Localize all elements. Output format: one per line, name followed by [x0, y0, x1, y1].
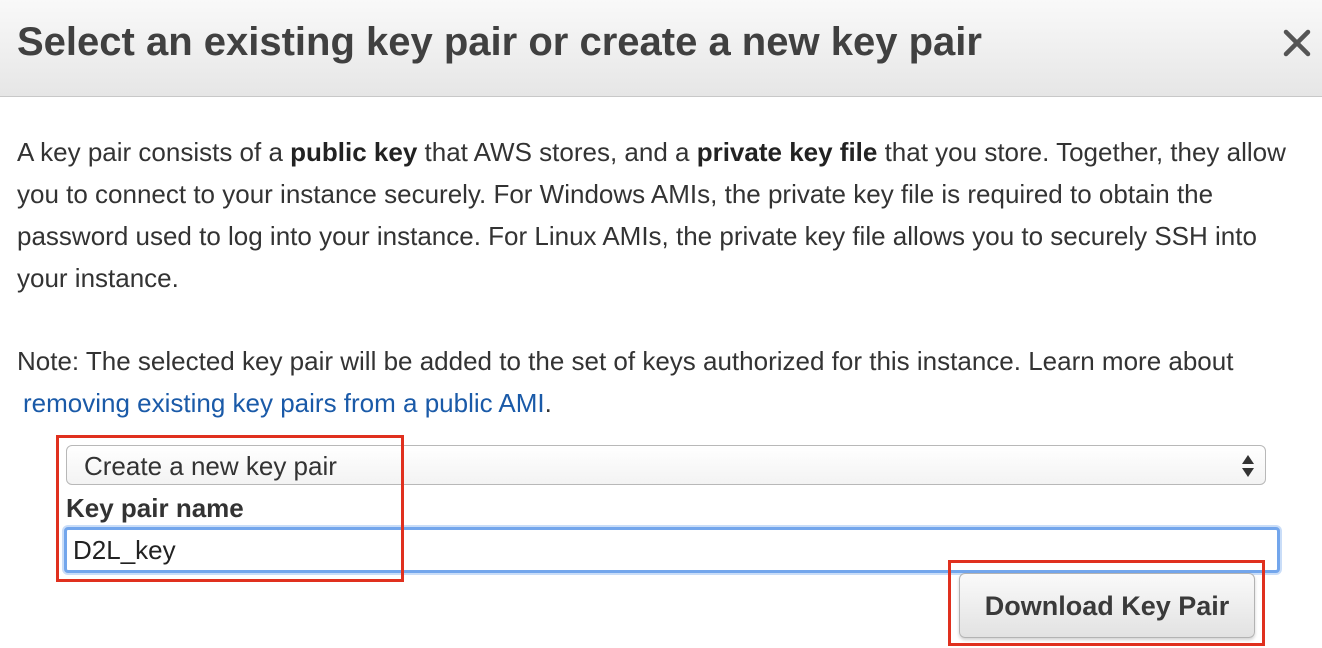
close-button[interactable] — [1278, 24, 1316, 62]
note-text: Note: The selected key pair will be adde… — [17, 346, 1234, 376]
removing-key-pairs-link[interactable]: removing existing key pairs from a publi… — [23, 388, 545, 418]
key-pair-name-label: Key pair name — [66, 493, 244, 523]
select-value: Create a new key pair — [84, 451, 337, 481]
note-end: . — [544, 388, 552, 418]
close-icon — [1283, 29, 1311, 57]
dialog-header: Select an existing key pair or create a … — [0, 0, 1322, 97]
intro-text-1: A key pair consists of a — [17, 137, 291, 167]
intro-bold-public-key: public key — [290, 137, 418, 167]
dialog-title: Select an existing key pair or create a … — [17, 20, 982, 64]
intro-text-3: that you store. Together, they allow you… — [17, 137, 1286, 293]
select-updown-arrows-icon — [1242, 455, 1254, 477]
intro-paragraph: A key pair consists of a public key that… — [17, 131, 1312, 299]
note-paragraph: Note: The selected key pair will be adde… — [17, 340, 1312, 424]
download-key-pair-button[interactable]: Download Key Pair — [959, 573, 1255, 638]
key-pair-name-input[interactable] — [64, 527, 1280, 573]
intro-bold-private-key-file: private key file — [696, 137, 878, 167]
key-pair-option-select[interactable]: Create a new key pair — [66, 445, 1266, 485]
intro-text-2: that AWS stores, and a — [417, 137, 697, 167]
